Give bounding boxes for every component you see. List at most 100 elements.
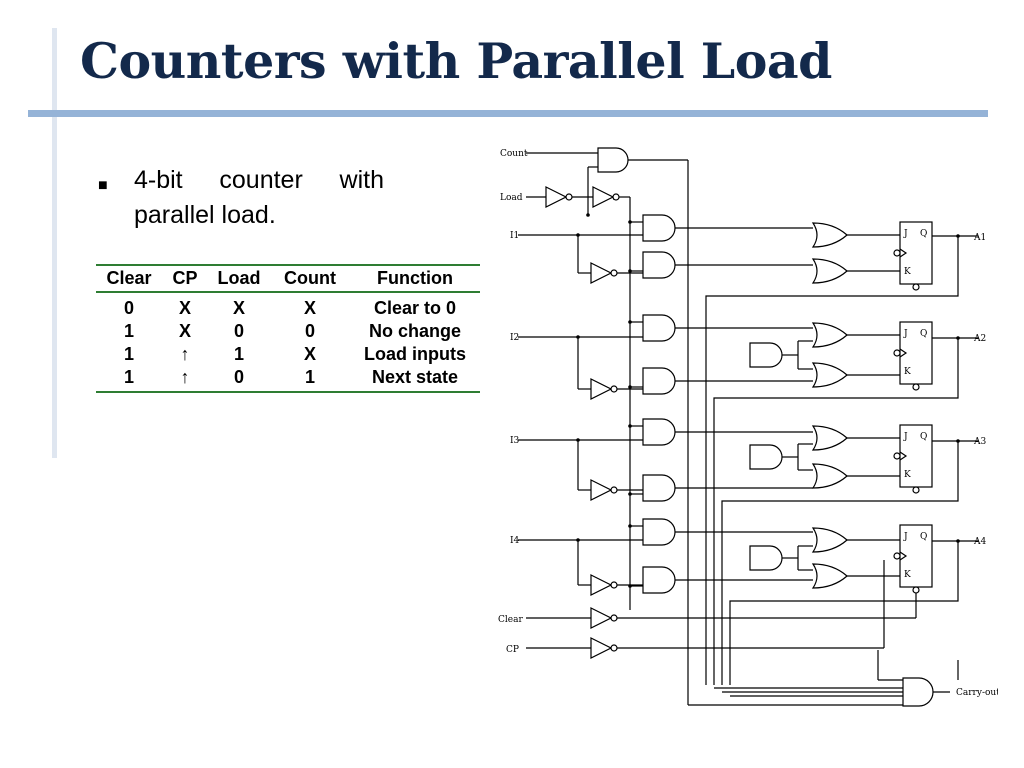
wires: [518, 152, 978, 706]
junction-dot: [576, 233, 580, 237]
table-cell: X: [232, 298, 245, 318]
table-cell: 1: [123, 321, 134, 341]
function-table: Clear CP Load Count Function 0 X X X Cle…: [96, 264, 480, 393]
clock-bubble: [893, 552, 901, 560]
table-cell: Load inputs: [364, 344, 466, 364]
not-gate: [590, 378, 613, 400]
inversion-bubble: [565, 193, 573, 201]
and-gate: [642, 418, 676, 446]
clear-bubble: [912, 383, 920, 391]
wire: [713, 338, 959, 685]
or-gate: [811, 463, 848, 489]
table-cell: 1: [96, 366, 162, 393]
inversion-bubble: [610, 614, 618, 622]
or-gate: [811, 527, 848, 553]
table-cell: X: [178, 321, 191, 341]
or-gate: [811, 563, 848, 589]
table-cell: 0: [208, 366, 270, 393]
clock-triangle: [899, 551, 908, 561]
count-input-label: Count: [500, 149, 528, 159]
table-row: 0 X X X Clear to 0: [96, 292, 480, 320]
counter-circuit-diagram: Count Load I1 I2 I3 I4 Clear CP A1 A2 A3…: [488, 140, 998, 715]
and-gate: [642, 566, 676, 594]
inversion-bubble: [610, 581, 618, 589]
a1-label: A1: [973, 233, 986, 243]
not-gate: [545, 186, 568, 208]
diagram-labels: Count Load I1 I2 I3 I4 Clear CP A1 A2 A3…: [498, 149, 998, 698]
table-cell: 0: [233, 321, 244, 341]
jk-q-label: Q: [920, 229, 927, 239]
and-gate: [642, 474, 676, 502]
jk-k-label: K: [904, 470, 911, 480]
or-gate: [811, 258, 848, 284]
and-gate: [642, 314, 676, 342]
jk-k-label: K: [904, 367, 911, 377]
table-row: 1 X 0 0 No change: [96, 320, 480, 343]
table-cell: Clear to 0: [373, 298, 457, 318]
a4-label: A4: [973, 537, 986, 547]
table-cell: X: [178, 298, 191, 318]
cp-input-label: CP: [506, 645, 519, 655]
table-cell: No change: [368, 321, 461, 341]
table-cell: X: [303, 344, 316, 364]
a2-label: A2: [973, 334, 986, 344]
not-gate: [590, 607, 613, 629]
header-function: Function: [350, 264, 480, 293]
jk-q-label: Q: [920, 532, 927, 542]
table-cell: Next state: [350, 366, 480, 393]
header-count: Count: [270, 264, 350, 293]
wire: [705, 236, 959, 685]
a3-label: A3: [973, 437, 986, 447]
header-clear: Clear: [96, 264, 162, 293]
clear-bubble: [912, 283, 920, 291]
header-load: Load: [208, 264, 270, 293]
inversion-bubble: [610, 644, 618, 652]
clock-bubble: [893, 349, 901, 357]
clear-bubble: [912, 486, 920, 494]
title-underline: [28, 110, 988, 117]
and-gate: [902, 677, 934, 707]
junction-dot: [586, 213, 590, 217]
and-gate: [642, 367, 676, 395]
inversion-bubble: [610, 385, 618, 393]
jk-k-label: K: [904, 570, 911, 580]
jk-q-label: Q: [920, 432, 927, 442]
clock-triangle: [899, 248, 908, 258]
table-cell: 1: [233, 344, 244, 364]
table-row: 1 ↑ 0 1 Next state: [96, 366, 480, 393]
carry-out-label: Carry-out: [956, 688, 998, 698]
table-cell: ↑: [162, 366, 208, 393]
i4-label: I4: [510, 536, 520, 546]
table-cell: X: [303, 298, 316, 318]
left-accent-bar: [52, 28, 57, 458]
not-gate: [590, 574, 613, 596]
not-gate: [590, 262, 613, 284]
and-gate: [642, 214, 676, 242]
bullet-text: 4-bit counter with parallel load.: [134, 166, 384, 229]
wire: [721, 441, 959, 685]
wire: [729, 541, 959, 685]
i2-label: I2: [510, 333, 519, 343]
and-gate: [749, 545, 783, 571]
and-gate: [642, 251, 676, 279]
junction-dot: [956, 234, 960, 238]
table-cell: ↑: [180, 344, 190, 364]
jk-j-label: J: [903, 532, 908, 542]
and-gate: [642, 518, 676, 546]
inversion-bubble: [610, 486, 618, 494]
jk-j-label: J: [903, 229, 908, 239]
table-header-row: Clear CP Load Count Function: [96, 264, 480, 293]
table-row: 1 ↑ 1 X Load inputs: [96, 343, 480, 366]
and-gate: [749, 444, 783, 470]
and-gate: [597, 147, 629, 173]
table-cell: 0: [304, 321, 315, 341]
gates: [545, 147, 934, 707]
table-cell: 0: [123, 298, 134, 318]
inversion-bubble: [610, 269, 618, 277]
slide-title: Counters with Parallel Load: [80, 32, 832, 90]
and-gate: [749, 342, 783, 368]
i3-label: I3: [510, 436, 520, 446]
jk-j-label: J: [903, 432, 908, 442]
header-cp: CP: [162, 264, 208, 293]
or-gate: [811, 222, 848, 248]
